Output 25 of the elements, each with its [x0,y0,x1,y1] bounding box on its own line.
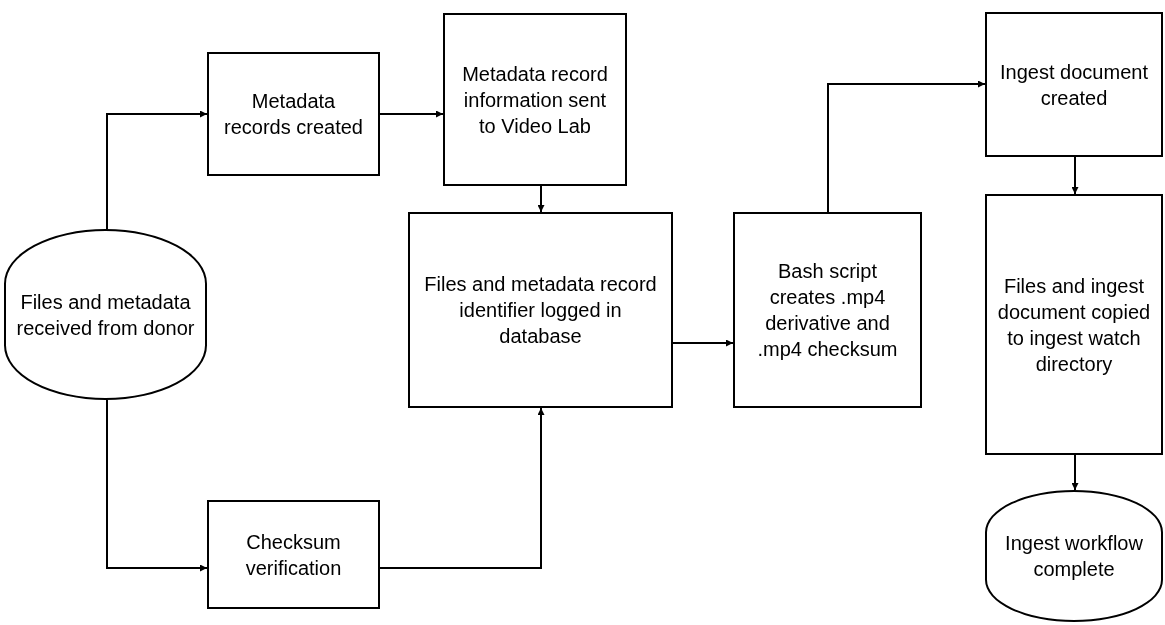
arrow [537,185,545,213]
node-text: Ingest document created [999,59,1149,111]
process-box [985,194,1163,455]
node-text: Files and metadata received from donor [15,289,196,341]
process-box [207,500,380,609]
process-box [733,212,922,408]
arrow [379,407,545,569]
process-box [408,212,673,408]
process-box [443,13,627,186]
process-box [207,52,380,176]
arrow [1071,454,1079,491]
node-text: Ingest workflow complete [1004,531,1144,582]
node-text: Metadata record information sent to Video Lab [461,61,609,139]
arrow [106,399,208,572]
arrow [1071,156,1079,195]
arrow [672,339,734,347]
arrow [379,110,444,118]
arrow [827,80,986,213]
process-box [985,12,1163,157]
node-text: Files and ingest document copied to ingest watch directory [996,273,1152,377]
node-text: Metadata records created [223,89,364,140]
node-text: Checksum verification [244,529,343,581]
node-text: Bash script creates .mp4 derivative and .mp4 checksum [756,259,899,362]
node-text: Files and metadata record identifier logged in database [423,272,658,349]
arrow [106,110,208,230]
